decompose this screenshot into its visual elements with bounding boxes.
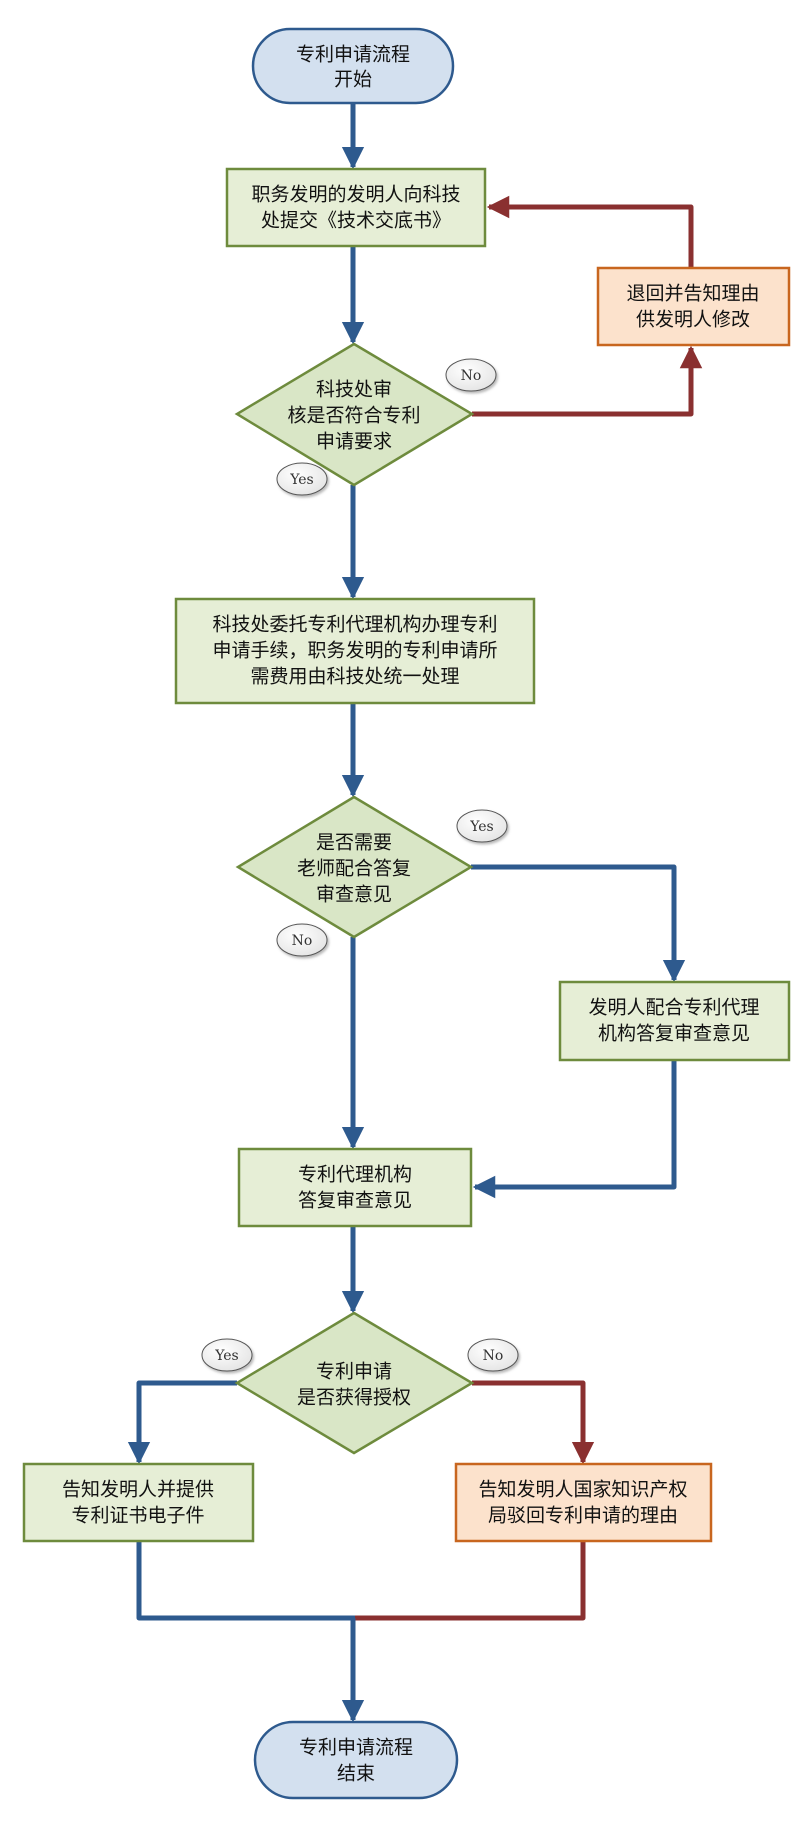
label-text: Yes	[214, 1348, 239, 1364]
need-teacher-decision: 是否需要 老师配合答复 审查意见	[235, 795, 474, 939]
edge-return-to-submit	[486, 195, 694, 268]
node-text-line: 结束	[337, 1763, 375, 1785]
edge-review-no-to-return	[472, 345, 703, 417]
node-text-line: 职务发明的发明人向科技	[251, 184, 460, 206]
need-no-label: No	[276, 923, 328, 957]
edge-need-yes-to-inventor	[471, 864, 686, 983]
node-text-line: 告知发明人并提供	[62, 1479, 214, 1501]
label-text: No	[461, 368, 482, 384]
node-text-line: 申请手续，职务发明的专利申请所	[212, 640, 497, 662]
node-text-line: 局驳回专利申请的理由	[488, 1505, 678, 1527]
node-text-line: 发明人配合专利代理	[588, 997, 759, 1019]
node-text-line: 专利代理机构	[298, 1164, 412, 1186]
entrust-agency-process: 科技处委托专利代理机构办理专利 申请手续，职务发明的专利申请所 需费用由科技处统…	[174, 597, 536, 705]
need-yes-label: Yes	[456, 809, 508, 843]
agency-reply-process: 专利代理机构 答复审查意见	[237, 1147, 473, 1228]
node-text-line: 机构答复审查意见	[598, 1023, 750, 1045]
node-text-line: 答复审查意见	[298, 1190, 412, 1212]
end-terminal: 专利申请流程 结束	[253, 1720, 459, 1800]
submit-disclosure-process: 职务发明的发明人向科技 处提交《技术交底书》	[225, 167, 487, 248]
node-text-line: 专利申请	[316, 1361, 392, 1383]
edge-granted-no-to-reject	[472, 1380, 595, 1465]
node-text-line: 专利证书电子件	[71, 1505, 204, 1527]
node-text-line: 审查意见	[316, 884, 392, 906]
start-terminal: 专利申请流程 开始	[251, 27, 455, 105]
granted-decision: 专利申请 是否获得授权	[234, 1311, 475, 1455]
label-text: Yes	[469, 819, 494, 835]
edge-granted-yes-to-notify	[127, 1380, 237, 1465]
review-yes-label: Yes	[276, 462, 328, 496]
notify-grant-process: 告知发明人并提供 专利证书电子件	[22, 1462, 255, 1543]
label-text: No	[292, 933, 313, 949]
label-text: No	[483, 1348, 504, 1364]
review-decision: 科技处审 核是否符合专利 申请要求	[234, 342, 475, 487]
node-text-line: 科技处委托专利代理机构办理专利	[212, 614, 497, 636]
node-text-line: 是否需要	[316, 832, 392, 854]
node-text-line: 退回并告知理由	[626, 283, 759, 305]
edge-reject-to-merge	[355, 1542, 586, 1621]
node-text-line: 开始	[334, 69, 372, 91]
return-for-revision-process: 退回并告知理由 供发明人修改	[596, 266, 791, 347]
node-text-line: 科技处审	[316, 379, 392, 401]
label-text: Yes	[289, 472, 314, 488]
node-text-line: 申请要求	[316, 431, 392, 453]
node-text-line: 专利申请流程	[299, 1737, 413, 1759]
notify-reject-process: 告知发明人国家知识产权 局驳回专利申请的理由	[454, 1462, 713, 1543]
edge-inventor-to-agency	[472, 1060, 677, 1199]
granted-yes-label: Yes	[201, 1338, 253, 1372]
node-text-line: 告知发明人国家知识产权	[478, 1479, 687, 1501]
node-text-line: 专利申请流程	[296, 44, 410, 66]
inventor-reply-process: 发明人配合专利代理 机构答复审查意见	[558, 980, 791, 1062]
granted-no-label: No	[467, 1338, 519, 1372]
node-text-line: 供发明人修改	[636, 309, 750, 331]
edge-notify-to-merge	[136, 1542, 355, 1621]
node-text-line: 核是否符合专利	[287, 405, 420, 427]
review-no-label: No	[445, 358, 497, 392]
node-text-line: 处提交《技术交底书》	[261, 210, 451, 232]
node-text-line: 需费用由科技处统一处理	[250, 666, 459, 688]
node-text-line: 是否获得授权	[297, 1387, 411, 1409]
node-text-line: 老师配合答复	[297, 858, 411, 880]
